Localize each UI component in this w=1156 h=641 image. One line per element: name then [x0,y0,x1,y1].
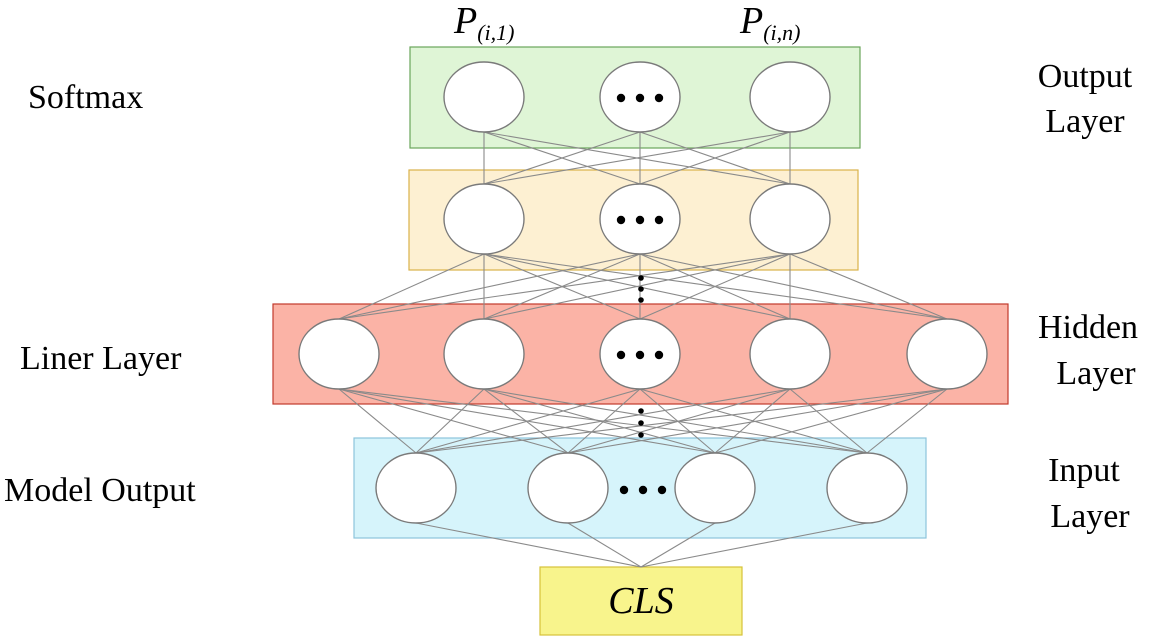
edge-input-to-cls [567,522,642,568]
input-layer-label-line1: Input [1048,452,1120,489]
ellipsis-dot [635,350,645,360]
cls-label: CLS [608,580,673,622]
input-node [375,452,457,524]
input-ellipsis-dot [638,485,648,495]
edge-upper-hidden-to-hidden [338,253,641,320]
edge-hidden-to-input [483,388,716,454]
edge-hidden-to-input [714,388,791,454]
edge-hidden-to-input [866,388,948,454]
ellipsis-markers [619,275,667,495]
hidden-node [443,318,525,390]
vertical-ellipsis-dot [638,420,644,426]
vertical-ellipsis-dot [638,275,644,281]
input-node [527,452,609,524]
hidden-node [906,318,988,390]
edge-upper-hidden-to-hidden [639,253,791,320]
vertical-ellipsis-dot [638,408,644,414]
output-label-first: P(i,1) [453,0,514,45]
edge-input-to-cls [415,522,642,568]
edge-hidden-to-input [415,388,485,454]
edge-hidden-to-input [789,388,868,454]
output-layer-label-line1: Output [1038,58,1133,95]
output-node [749,61,831,133]
edge-hidden-to-input [714,388,948,454]
edge-upper-hidden-to-hidden [338,253,791,320]
vertical-ellipsis-dot [638,297,644,303]
edge-output-to-upper-hidden [483,131,791,185]
hidden-node [298,318,380,390]
edge-output-to-upper-hidden [483,131,641,185]
output-label-first-subscript: (i,1) [477,20,514,45]
hidden-layer-label-line2: Layer [1056,355,1136,392]
ellipsis-dot [616,350,626,360]
connection-edges [338,131,948,568]
hidden-node [749,318,831,390]
ellipsis-dot [616,93,626,103]
edge-hidden-to-input [567,388,948,454]
input-layer-label-line2: Layer [1050,498,1130,535]
output-label-last-symbol: P [739,0,763,42]
output-label-last: P(i,n) [739,0,800,45]
ellipsis-dot [635,215,645,225]
edge-hidden-to-input [338,388,569,454]
ellipsis-dot [635,93,645,103]
edge-upper-hidden-to-hidden [483,253,791,320]
ellipsis-dot [616,215,626,225]
output-label-last-subscript: (i,n) [763,20,800,45]
edge-upper-hidden-to-hidden [338,253,485,320]
edge-hidden-to-input [639,388,868,454]
edge-output-to-upper-hidden [639,131,791,185]
output-label-first-symbol: P [453,0,477,42]
ellipsis-dot [654,350,664,360]
edge-hidden-to-input [415,388,948,454]
edge-hidden-to-input [338,388,417,454]
model-output-label: Model Output [4,472,196,509]
vertical-ellipsis-dot [638,432,644,438]
output-node [443,61,525,133]
output-layer-label-line2: Layer [1045,103,1125,140]
input-node [674,452,756,524]
neuron-nodes [298,61,988,524]
vertical-ellipsis-dot [638,286,644,292]
ellipsis-dot [654,215,664,225]
input-ellipsis-dot [619,485,629,495]
cls-box [539,566,743,636]
upper-hidden-node [749,183,831,255]
liner-layer-label: Liner Layer [20,340,182,377]
hidden-layer-label-line1: Hidden [1038,309,1138,346]
softmax-label: Softmax [28,79,143,116]
input-ellipsis-dot [657,485,667,495]
upper-hidden-node [443,183,525,255]
edge-hidden-to-input [415,388,641,454]
edge-input-to-cls [640,522,868,568]
edge-hidden-to-input [415,388,791,454]
edge-upper-hidden-to-hidden [789,253,948,320]
edge-hidden-to-input [483,388,868,454]
edge-input-to-cls [640,522,716,568]
ellipsis-dot [654,93,664,103]
input-node [826,452,908,524]
edge-upper-hidden-to-hidden [639,253,948,320]
